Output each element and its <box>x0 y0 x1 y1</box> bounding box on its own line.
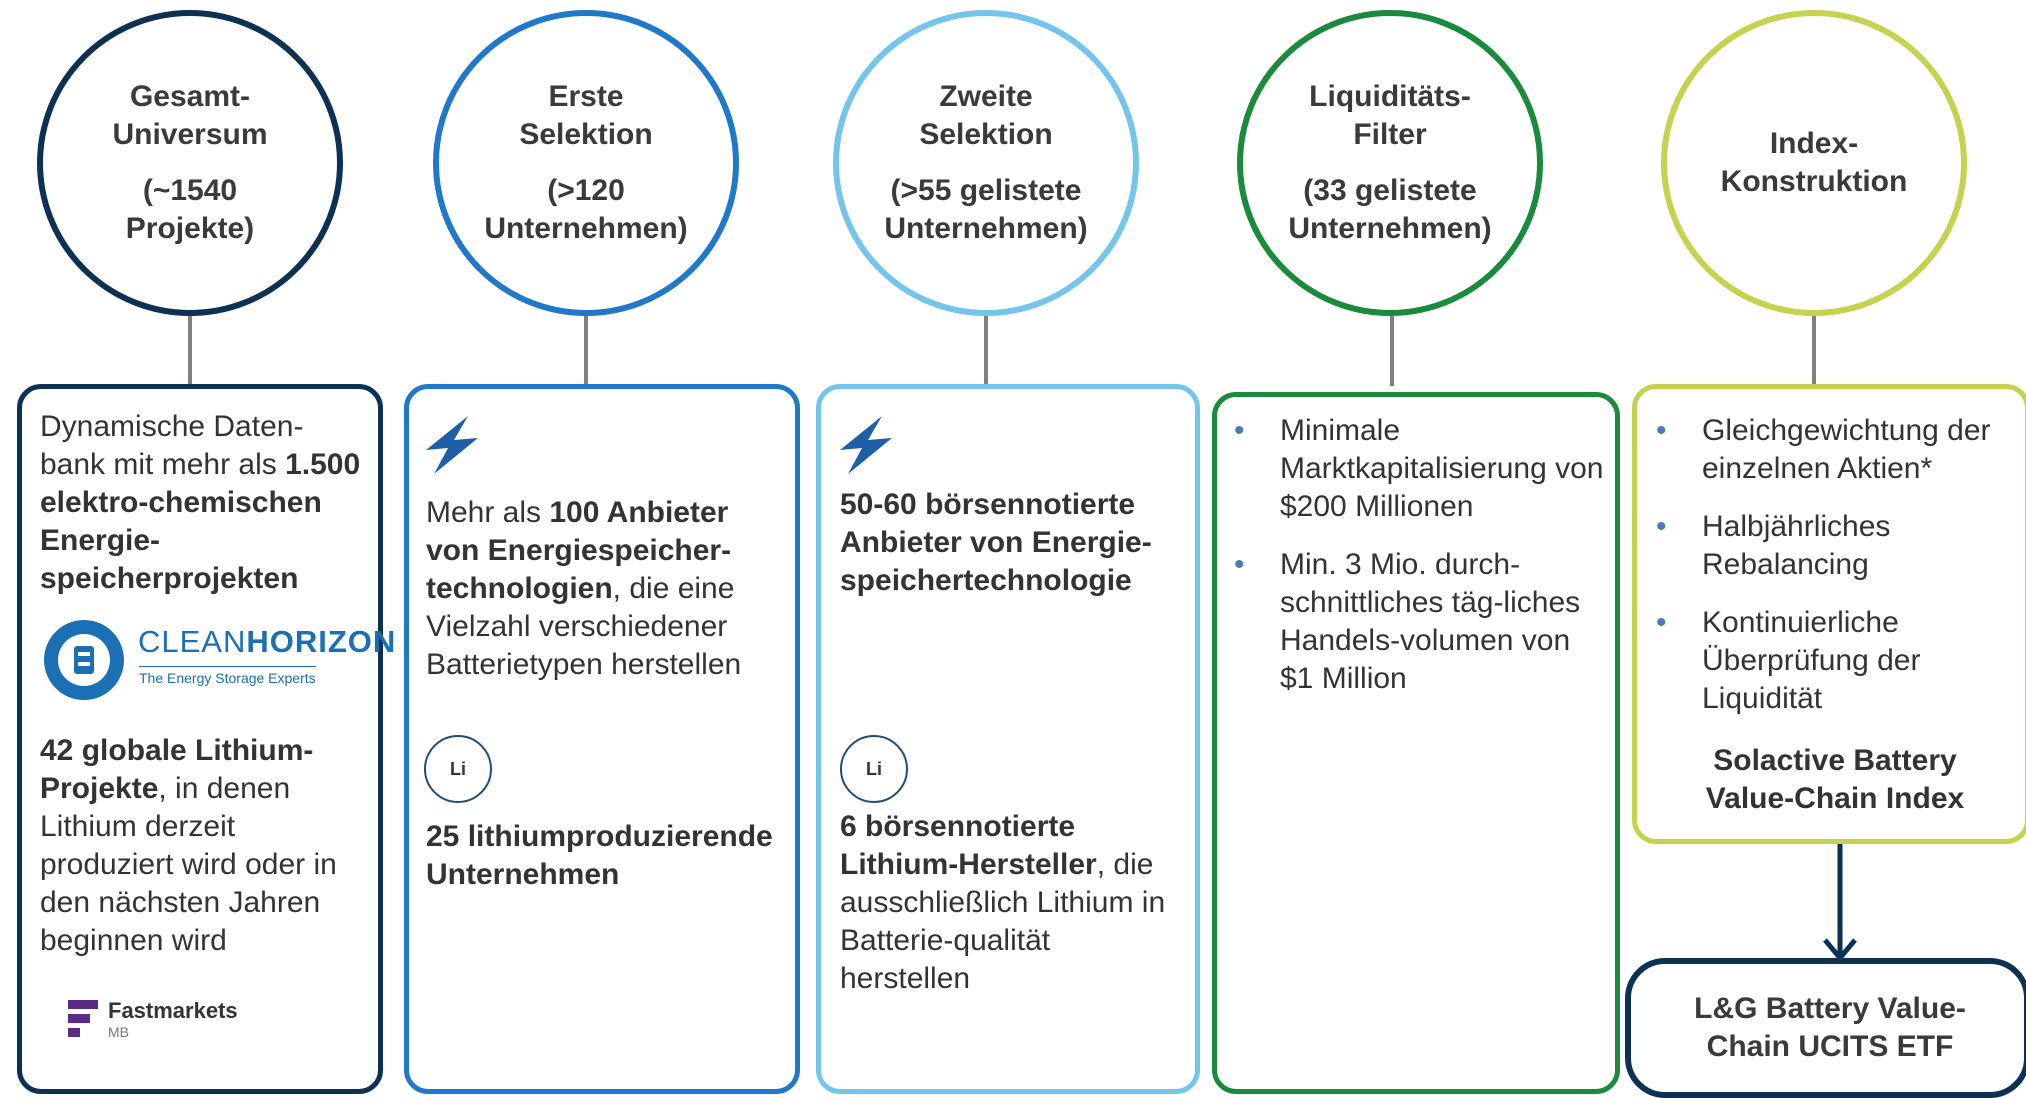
box2-text: Mehr als 100 Anbieter von Energiespeiche… <box>426 496 742 681</box>
stage-box-gesamt-universum <box>17 384 383 1094</box>
cleanhorizon-tagline: The Energy Storage Experts <box>139 666 316 686</box>
connector-line <box>984 316 988 386</box>
lightning-bolt-icon <box>426 416 478 474</box>
fastmarkets-sub: MB <box>108 1024 129 1040</box>
stage-circle-index-konstruktion: Index-Konstruktion <box>1661 10 1967 316</box>
index-name: Solactive Battery Value-Chain Index <box>1705 744 1965 815</box>
connector-line <box>1812 316 1816 386</box>
rule-item: Halbjährliches Rebalancing <box>1656 508 2011 584</box>
etf-name: L&G Battery Value-Chain UCITS ETF <box>1694 992 1966 1063</box>
box1-intro-text: Dynamische Daten-bank mit mehr als 1.500… <box>40 410 361 595</box>
box4-criteria: Minimale Marktkapitalisierung von $200 M… <box>1234 412 1606 718</box>
arrow-down-icon <box>1823 844 1857 962</box>
lightning-bolt-icon <box>840 416 892 474</box>
criterion-item: Minimale Marktkapitalisierung von $200 M… <box>1234 412 1606 526</box>
cleanhorizon-brand-light: CLEAN <box>138 624 247 659</box>
rule-item: Kontinuierliche Überprüfung der Liquidit… <box>1656 604 2011 718</box>
criterion-item: Min. 3 Mio. durch-schnittliches täg-lich… <box>1234 546 1606 698</box>
box3-text: 50-60 börsennotierte Anbieter von Energi… <box>840 488 1152 597</box>
fastmarkets-logo-icon <box>68 1000 98 1037</box>
rule-item: Gleichgewichtung der einzelnen Aktien* <box>1656 412 2011 488</box>
stage-name: Liquiditäts-Filter <box>1309 80 1471 151</box>
cleanhorizon-brand-bold: HORIZON <box>246 624 397 659</box>
connector-line <box>1390 316 1394 386</box>
cleanhorizon-logo-icon <box>44 620 124 700</box>
stage-box-erste-selektion <box>404 384 800 1094</box>
connector-line <box>188 316 192 386</box>
box5-rules: Gleichgewichtung der einzelnen Aktien* H… <box>1656 412 2011 738</box>
lithium-icon: Li <box>424 735 492 803</box>
etf-box <box>1625 958 2026 1098</box>
stage-name: Gesamt-Universum <box>112 80 268 151</box>
box1-lithium-text: 42 globale Lithium-Projekte, in denen Li… <box>40 734 337 957</box>
box2-lithium-text: 25 lithiumproduzierende Unternehmen <box>426 820 773 891</box>
fastmarkets-logo: Fastmarkets MB <box>68 998 268 1046</box>
cleanhorizon-logo: CLEANHORIZON The Energy Storage Experts <box>42 618 395 702</box>
connector-line <box>584 316 588 386</box>
fastmarkets-brand: Fastmarkets <box>108 998 238 1023</box>
lithium-icon: Li <box>840 735 908 803</box>
box3-lithium-text: 6 börsennotierte Lithium-Hersteller, die… <box>840 810 1166 995</box>
stage-name: Index-Konstruktion <box>1720 127 1908 198</box>
